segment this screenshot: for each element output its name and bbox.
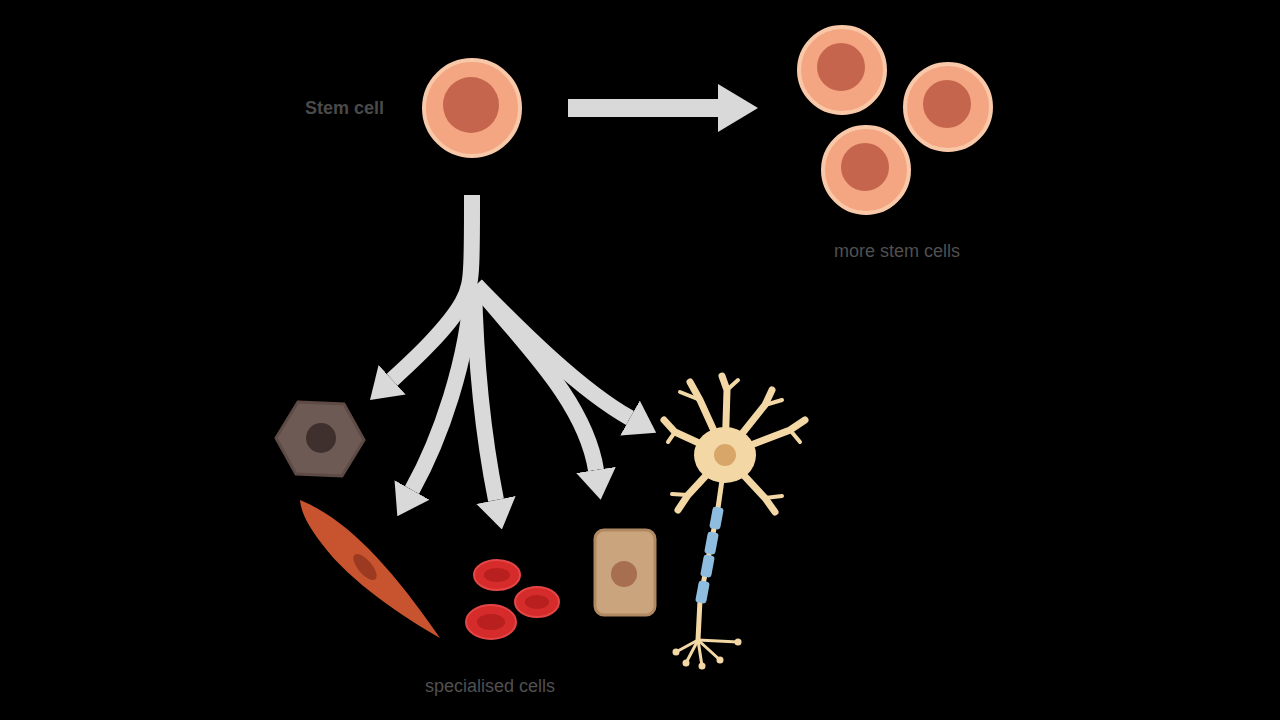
- red-blood-cells: [466, 560, 559, 639]
- stem-cell: [424, 60, 520, 156]
- branch-arrow: [476, 285, 630, 418]
- terminal-bulb: [735, 639, 742, 646]
- terminal-bulbs: [673, 639, 742, 670]
- cell-centre: [525, 595, 549, 609]
- nucleus: [923, 80, 971, 128]
- dendrite: [727, 380, 738, 390]
- cell-outline: [300, 58, 568, 195]
- terminal: [686, 640, 698, 663]
- dendrite: [672, 494, 688, 495]
- node-label: Stem cell: [305, 97, 384, 119]
- red-blood-cell: [515, 587, 559, 617]
- myelin-segment: [709, 506, 724, 530]
- cell-centre: [477, 614, 505, 630]
- stem-cell-node: Stem cell: [300, 58, 568, 195]
- nucleus: [841, 143, 889, 191]
- terminal: [698, 640, 720, 660]
- dendrite: [765, 496, 782, 498]
- terminal-bulb: [683, 660, 690, 667]
- red-blood-cell: [474, 560, 520, 590]
- cell-body: [300, 500, 440, 638]
- axon: [698, 480, 722, 640]
- myelin-segment: [700, 554, 715, 578]
- cell-body: [276, 402, 364, 476]
- muscle-cell: [300, 500, 440, 638]
- red-blood-cell: [466, 605, 516, 639]
- nucleus: [611, 561, 637, 587]
- stem-cell: [799, 27, 885, 113]
- node-label: more stem cells: [758, 240, 1036, 262]
- stem-cell-group: more stem cells: [758, 25, 1036, 265]
- nucleus: [306, 423, 336, 453]
- myelin-segment: [695, 580, 710, 604]
- dendrites: [664, 376, 805, 512]
- arrow: [568, 99, 718, 117]
- cell-centre: [484, 568, 510, 582]
- cell-body: [595, 530, 655, 615]
- neuron: [664, 376, 805, 670]
- myelin-segment: [704, 531, 719, 555]
- stem-cell: [823, 127, 909, 213]
- nucleus: [817, 43, 865, 91]
- specialised-cell-group: specialised cells: [270, 400, 810, 705]
- stem-cell: [905, 64, 991, 150]
- myelin-sheath: [695, 506, 724, 604]
- terminal-bulb: [717, 657, 724, 664]
- dendrite: [668, 432, 675, 442]
- dendrite: [790, 430, 800, 442]
- axon-terminals: [676, 640, 738, 666]
- stem-cell-group: [799, 27, 991, 213]
- node-label: specialised cells: [270, 675, 710, 697]
- hexagon-cell: [276, 402, 364, 476]
- dendrite: [680, 392, 700, 400]
- soma: [694, 427, 756, 483]
- terminal-bulb: [673, 649, 680, 656]
- arrow: [392, 195, 472, 380]
- terminal-bulb: [699, 663, 706, 670]
- terminal: [698, 640, 738, 642]
- nucleus: [714, 444, 736, 466]
- dendrite: [765, 400, 782, 405]
- nucleus: [443, 77, 499, 133]
- column-cell: [595, 530, 655, 615]
- nucleus: [349, 550, 380, 584]
